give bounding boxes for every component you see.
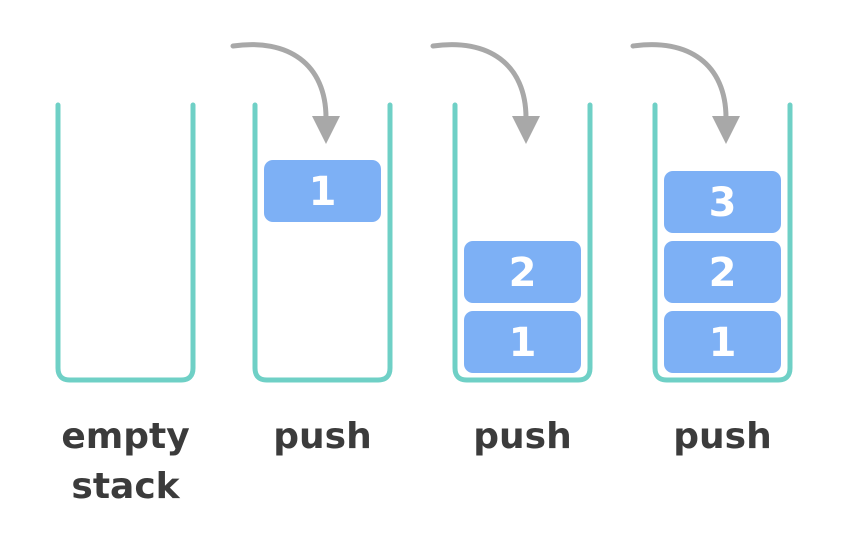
- stack-item: 1: [664, 311, 781, 373]
- stack-item-label: 1: [709, 320, 737, 366]
- stack-item: 3: [664, 171, 781, 233]
- stack-caption: empty: [61, 416, 189, 457]
- stack-item-label: 3: [709, 180, 737, 226]
- stack-item: 1: [464, 311, 581, 373]
- stack-item-box: [664, 171, 781, 233]
- stack-4: 1 2 3 push: [630, 42, 793, 457]
- stack-1: empty stack: [55, 102, 196, 507]
- push-arrow-icon: [230, 42, 329, 121]
- stack-item: 1: [264, 160, 381, 222]
- push-arrow-icon: [430, 42, 529, 121]
- stack-item: 2: [664, 241, 781, 303]
- stack-caption: push: [673, 416, 771, 457]
- stack-item-label: 2: [509, 250, 537, 296]
- stack-item-box: [464, 241, 581, 303]
- stack-caption: stack: [71, 466, 180, 507]
- arrow-head-icon: [712, 116, 740, 144]
- stack-item-box: [264, 160, 381, 222]
- arrow-head-icon: [512, 116, 540, 144]
- stack-item-label: 2: [709, 250, 737, 296]
- arrow-head-icon: [312, 116, 340, 144]
- stack-item: 2: [464, 241, 581, 303]
- stack-item-box: [664, 241, 781, 303]
- stack-item-box: [664, 311, 781, 373]
- stack-container: [55, 102, 196, 383]
- stack-3: 1 2 push: [430, 42, 593, 457]
- stack-container: [252, 102, 393, 383]
- stack-caption: push: [273, 416, 371, 457]
- stack-container: [652, 102, 793, 383]
- push-arrow-icon: [630, 42, 729, 121]
- stack-container: [452, 102, 593, 383]
- stack-item-label: 1: [509, 320, 537, 366]
- stack-item-label: 1: [309, 169, 337, 215]
- stack-item-box: [464, 311, 581, 373]
- stack-caption: push: [473, 416, 571, 457]
- stack-2: 1 push: [230, 42, 393, 457]
